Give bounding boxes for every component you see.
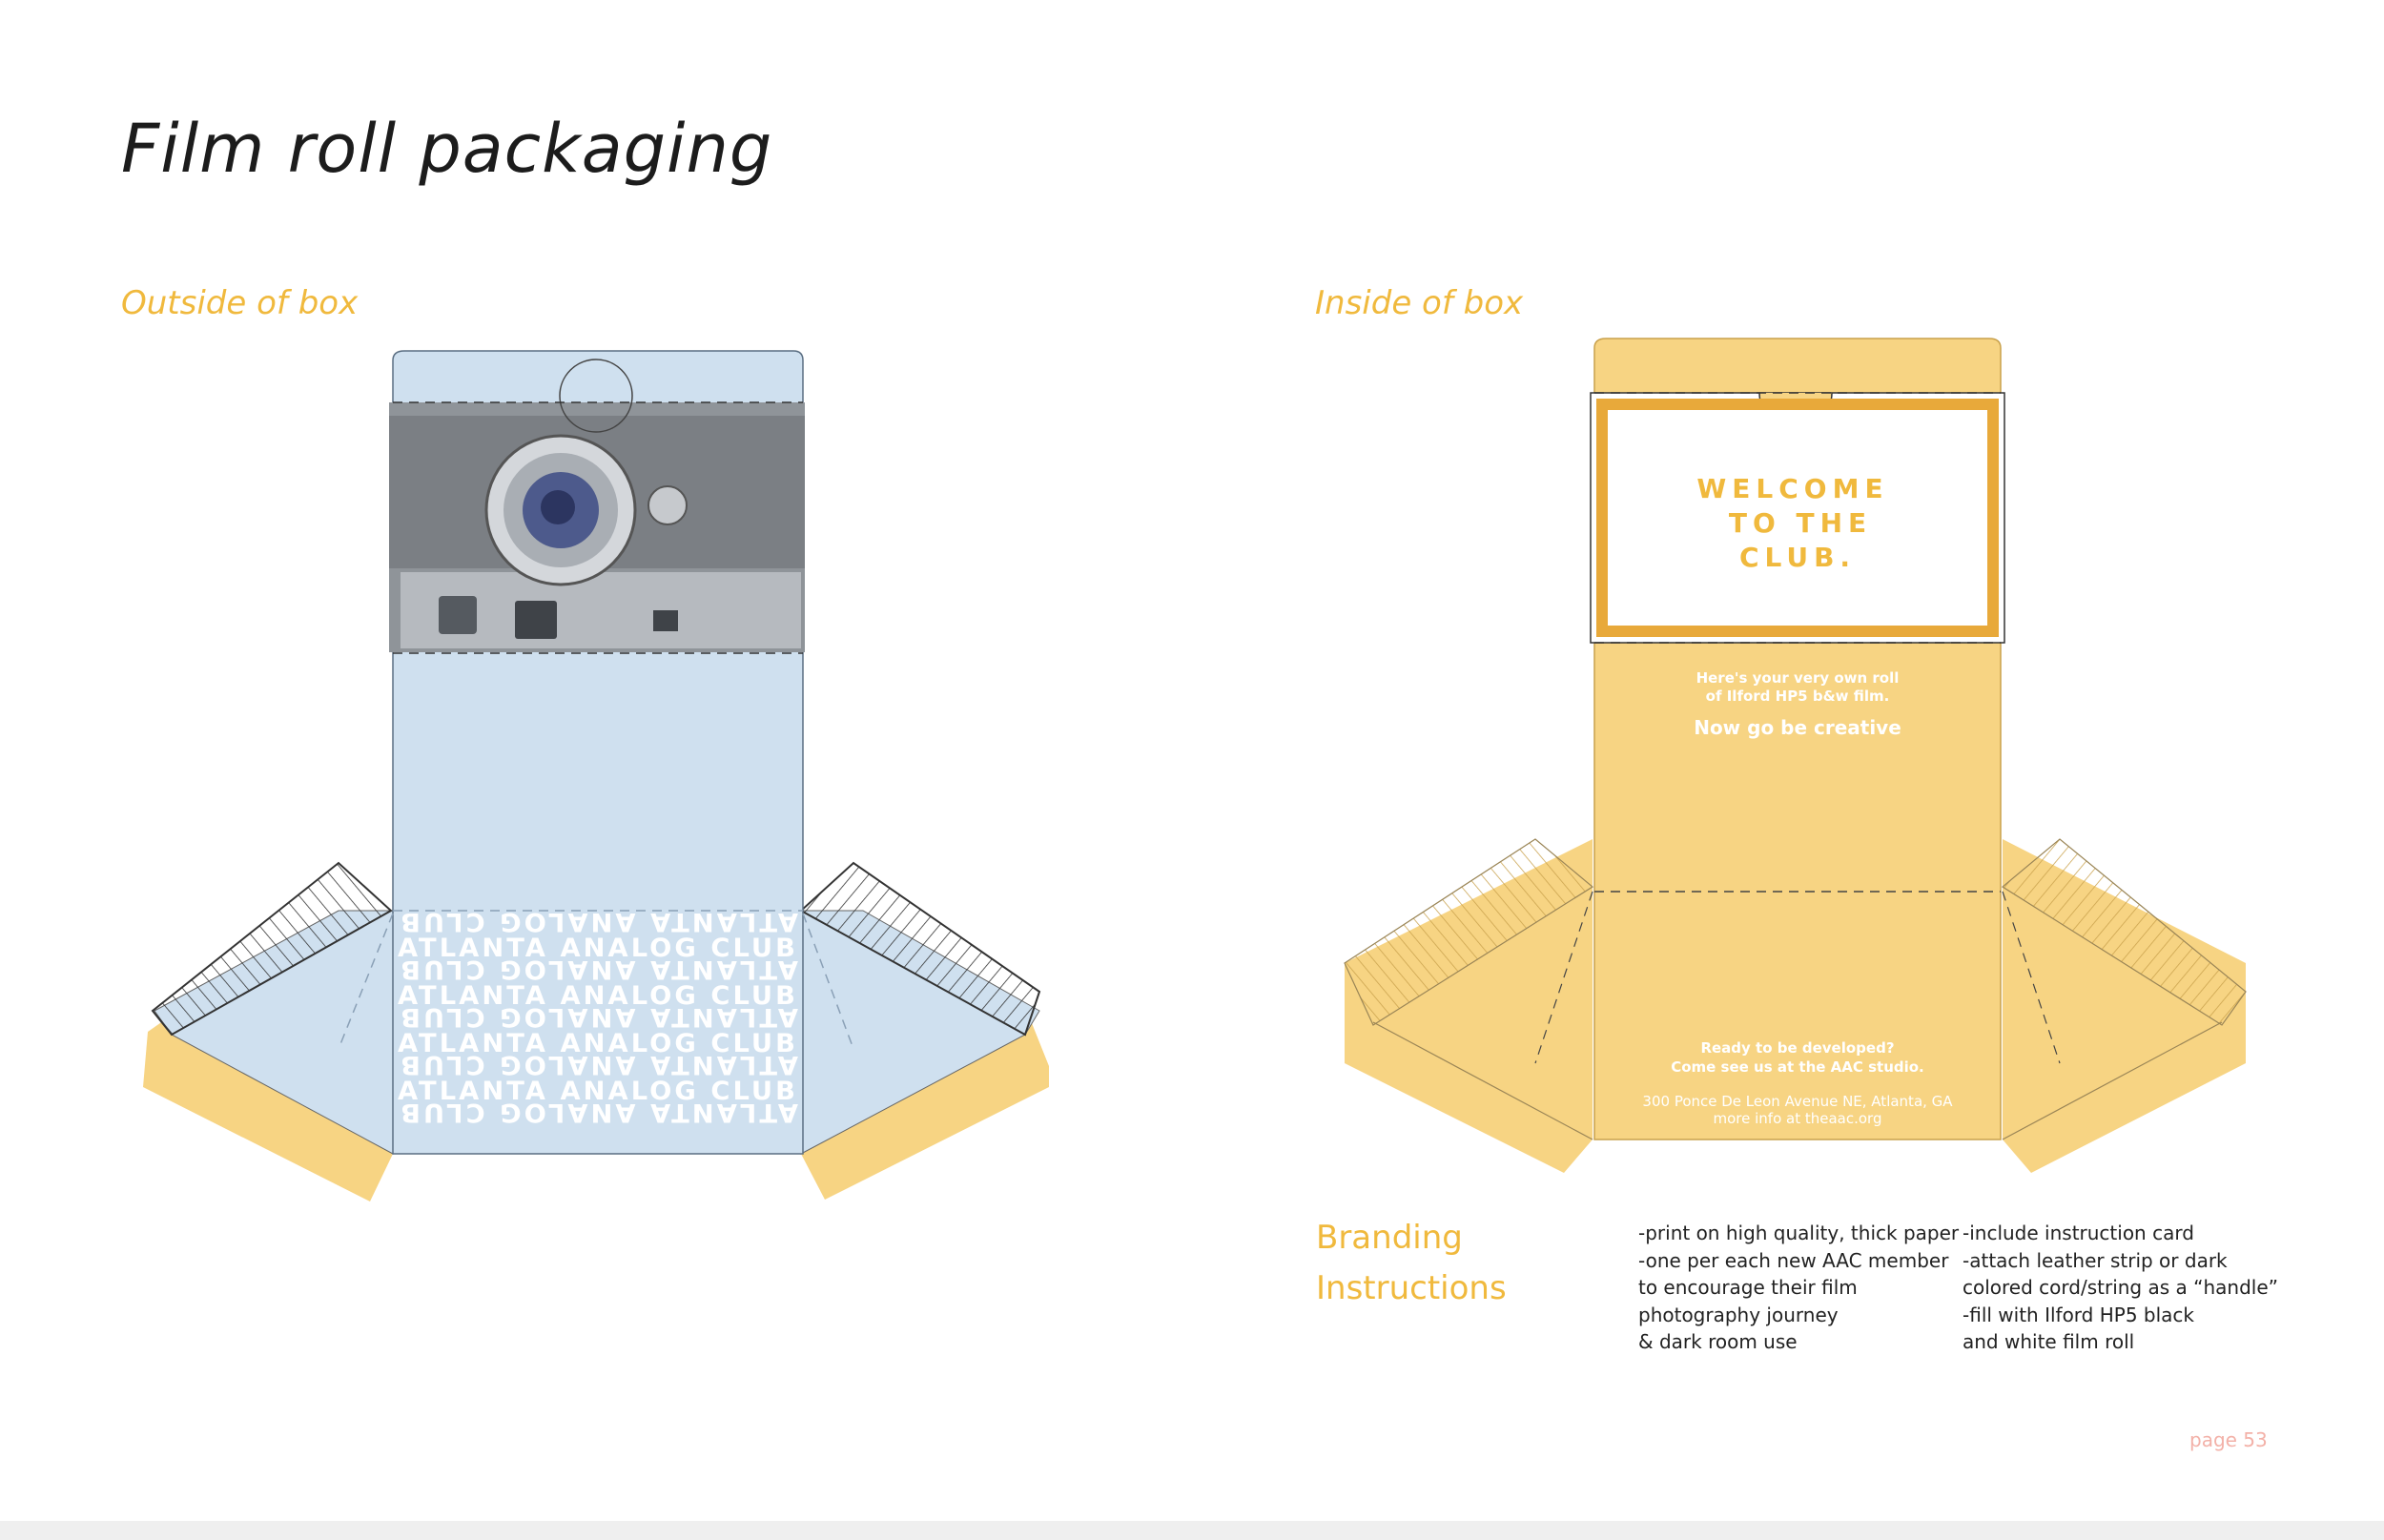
branding-column-1: -print on high quality, thick paper -one… xyxy=(1638,1220,1959,1356)
welcome-line-3: CLUB. xyxy=(1739,542,1856,573)
club-text-line: ATLANTA ANALOG CLUB xyxy=(398,1029,798,1058)
left-glue-tab xyxy=(151,861,393,1037)
welcome-line-1: WELCOME xyxy=(1696,473,1888,504)
inside-right-glue-tab xyxy=(2001,838,2247,1026)
developed-line-1: Ready to be developed? xyxy=(1700,1039,1894,1057)
club-text-line: ATLANTA ANALOG CLUB xyxy=(398,1050,798,1079)
instruction-line: and white film roll xyxy=(1963,1330,2135,1353)
website: more info at theaac.org xyxy=(1714,1110,1882,1127)
branding-column-2: -include instruction card -attach leathe… xyxy=(1963,1220,2278,1356)
instruction-line: & dark room use xyxy=(1638,1330,1798,1353)
message-line-2: of Ilford HP5 b&w film. xyxy=(1706,688,1890,705)
club-text-line: ATLANTA ANALOG CLUB xyxy=(398,1002,798,1032)
camera-lens-center xyxy=(541,490,575,524)
instruction-line: colored cord/string as a “handle” xyxy=(1963,1276,2279,1299)
instruction-line: -fill with Ilford HP5 black xyxy=(1963,1303,2194,1326)
page-number: page 53 xyxy=(2189,1428,2268,1451)
inside-of-box-label: Inside of box xyxy=(1315,284,1524,322)
camera-dial xyxy=(647,485,688,525)
club-text-line: ATLANTA ANALOG CLUB xyxy=(398,955,798,984)
welcome-line-2: TO THE xyxy=(1729,507,1872,539)
left-yellow-flap xyxy=(143,1018,393,1201)
branding-label-line-2: Instructions xyxy=(1316,1269,1507,1307)
instruction-line: -one per each new AAC member xyxy=(1638,1248,1949,1272)
instruction-line: -print on high quality, thick paper xyxy=(1638,1222,1960,1244)
right-yellow-flap xyxy=(801,1018,1049,1200)
club-text-line: ATLANTA ANALOG CLUB xyxy=(398,934,798,963)
instruction-line: photography journey xyxy=(1638,1303,1839,1326)
tagline: Now go be creative xyxy=(1694,716,1901,739)
developed-line-2: Come see us at the AAC studio. xyxy=(1671,1058,1924,1076)
welcome-card xyxy=(1596,399,1999,637)
inside-box-dieline: WELCOME TO THE CLUB. Here's your very ow… xyxy=(1344,338,2247,1173)
club-text-line: ATLANTA ANALOG CLUB xyxy=(398,981,798,1011)
message-line-1: Here's your very own roll xyxy=(1696,669,1900,687)
inside-left-glue-tab xyxy=(1344,838,1594,1026)
page-title: Film roll packaging xyxy=(121,110,773,188)
club-text-line: ATLANTA ANALOG CLUB xyxy=(398,1098,798,1127)
instruction-line: to encourage their film xyxy=(1638,1276,1858,1299)
club-text-line: ATLANTA ANALOG CLUB xyxy=(398,1077,798,1106)
camera-button-2 xyxy=(515,601,557,639)
outside-of-box-label: Outside of box xyxy=(121,284,359,322)
club-text-line: ATLANTA ANALOG CLUB xyxy=(398,907,798,936)
instruction-line: -include instruction card xyxy=(1963,1222,2194,1244)
camera-notch xyxy=(559,359,633,433)
camera-button-1 xyxy=(439,596,477,634)
camera-button-3 xyxy=(653,610,678,631)
branding-instructions-label: Branding Instructions xyxy=(1316,1213,1507,1314)
bottom-bar xyxy=(0,1521,2384,1540)
instruction-line: -attach leather strip or dark xyxy=(1963,1248,2228,1272)
address: 300 Ponce De Leon Avenue NE, Atlanta, GA xyxy=(1642,1093,1953,1110)
branding-label-line-1: Branding xyxy=(1316,1219,1463,1257)
